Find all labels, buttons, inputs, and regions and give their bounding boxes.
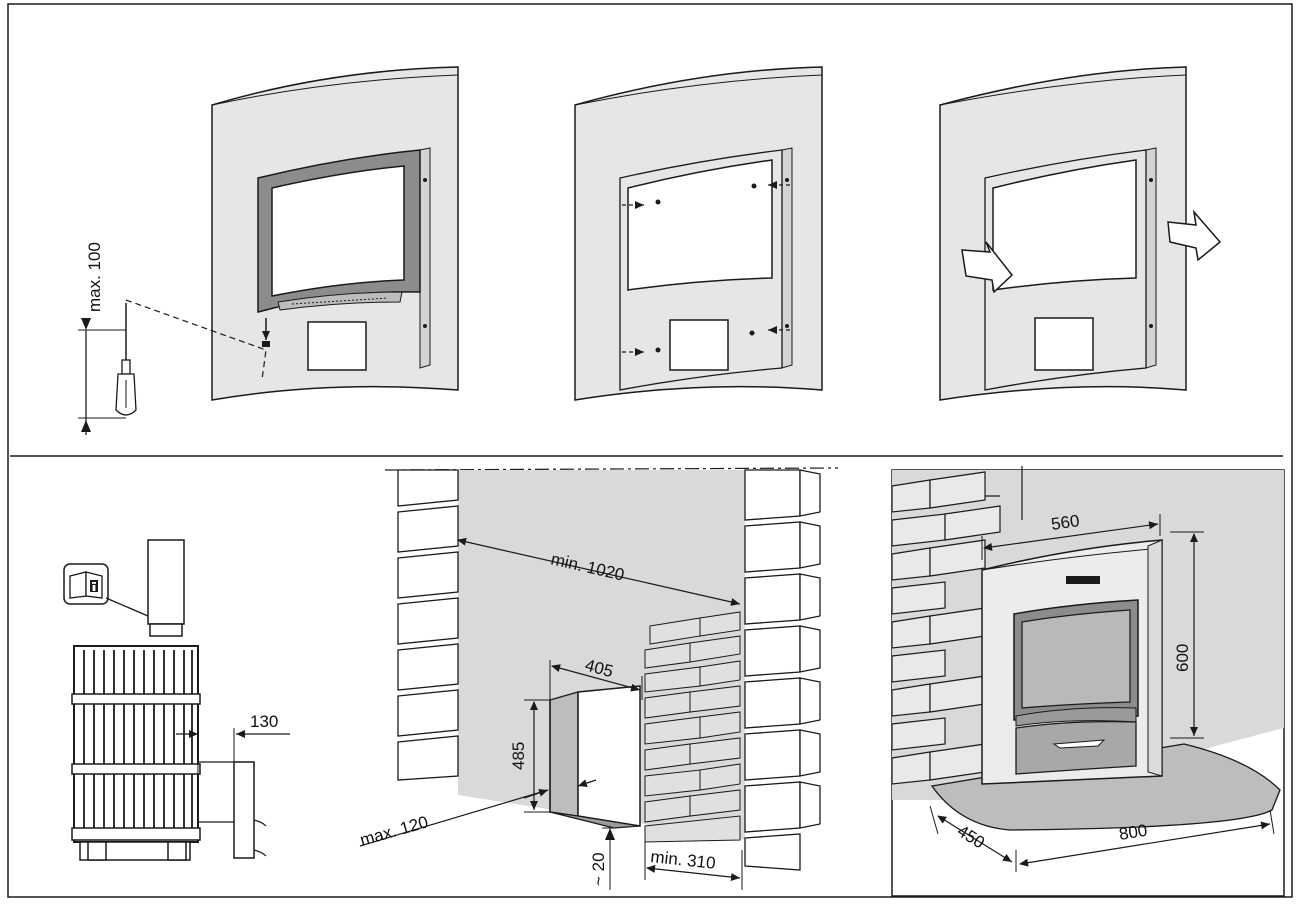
dimension-min-310: min. 310 — [644, 840, 743, 890]
dimension-approx-20: ~ 20 — [589, 827, 616, 890]
label-max-120: max. 120 — [358, 812, 430, 850]
info-manual-icon — [63, 563, 149, 617]
label-560: 560 — [1050, 511, 1081, 534]
label-800: 800 — [1118, 821, 1149, 844]
step-2-panel — [574, 66, 823, 401]
label-130: 130 — [250, 712, 278, 731]
stove-side-view — [71, 539, 267, 861]
label-600: 600 — [1173, 644, 1192, 672]
dimension-485: 485 — [509, 699, 550, 813]
dimension-800: 800 — [1019, 809, 1275, 867]
wall-opening-view — [384, 467, 839, 871]
dimension-130: 130 — [176, 710, 290, 780]
step-3-panel — [939, 66, 1187, 401]
outer-frame — [7, 3, 1293, 898]
hollow-arrow-icon — [961, 241, 1014, 294]
label-485: 485 — [509, 742, 528, 770]
hollow-arrow-icon — [1167, 209, 1222, 262]
step-1-panel — [211, 66, 459, 401]
dimension-max-100: max. 100 — [78, 242, 126, 435]
dimension-600: 600 — [1170, 531, 1204, 739]
screwdriver-icon — [115, 303, 137, 416]
label-max-100: max. 100 — [85, 242, 104, 312]
dimension-560: 560 — [981, 511, 1161, 560]
label-approx-20: ~ 20 — [589, 852, 608, 886]
